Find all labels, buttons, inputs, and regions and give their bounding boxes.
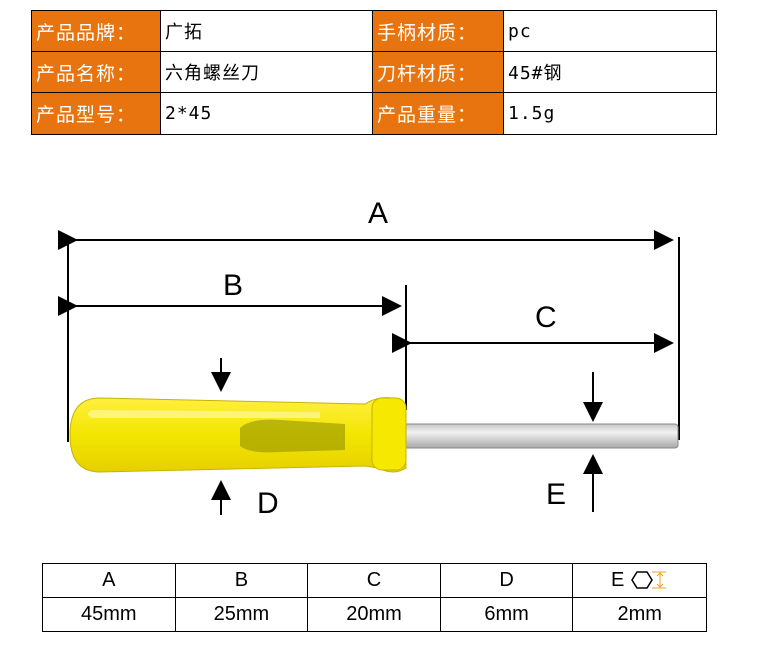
dimension-d-label: D	[257, 487, 279, 520]
handle-material-label: 手柄材质：	[373, 11, 504, 52]
handle-collar	[371, 397, 407, 471]
dimension-b-label: B	[223, 269, 243, 302]
hexagon-size-icon	[630, 569, 668, 591]
dimension-e-label: E	[546, 478, 566, 511]
dim-value-a: 45mm	[43, 597, 176, 631]
model-value: 2*45	[161, 93, 373, 134]
dim-value-e: 2mm	[617, 602, 662, 625]
brand-value: 广拓	[161, 11, 373, 52]
dim-header-e: E	[573, 564, 706, 598]
screwdriver-diagram: A B C D E	[58, 197, 680, 520]
shaft-material-value: 45#钢	[504, 52, 716, 93]
spec-table: 产品品牌： 广拓 手柄材质： pc 产品名称： 六角螺丝刀 刀杆材质： 45#钢…	[31, 10, 717, 135]
dim-header-a: A	[43, 564, 176, 598]
dim-value-d: 6mm	[441, 597, 574, 631]
weight-label: 产品重量：	[373, 93, 504, 134]
handle-material-value: pc	[504, 11, 716, 52]
weight-value: 1.5g	[504, 93, 716, 134]
shaft-material-label: 刀杆材质：	[373, 52, 504, 93]
dimension-c-label: C	[535, 301, 557, 334]
dim-header-e-text: E	[611, 568, 625, 591]
screwdriver-shaft	[399, 423, 679, 449]
screwdriver-handle	[69, 397, 407, 473]
product-name-label: 产品名称：	[32, 52, 161, 93]
dim-header-b: B	[175, 564, 309, 598]
dim-value-c: 20mm	[308, 597, 441, 631]
model-label: 产品型号：	[32, 93, 161, 134]
dimension-a-label: A	[368, 197, 388, 230]
brand-label: 产品品牌：	[32, 11, 161, 52]
dim-header-c: C	[308, 564, 441, 598]
dimension-table: A B C D E 45mm 25mm 20mm 6mm 2mm	[42, 563, 707, 632]
dim-value-b: 25mm	[176, 597, 309, 631]
handle-highlight	[88, 410, 320, 418]
product-name-value: 六角螺丝刀	[161, 52, 373, 93]
handle-inner-shank	[240, 419, 345, 453]
dim-header-d: D	[440, 564, 574, 598]
